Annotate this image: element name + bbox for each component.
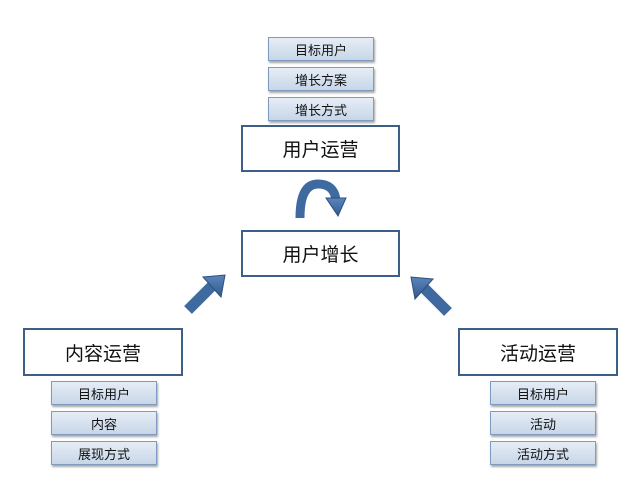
curved-arrow-icon xyxy=(295,179,347,219)
right-tag-activity: 活动 xyxy=(490,411,596,435)
top-tag-growth-plan: 增长方案 xyxy=(268,67,374,91)
user-operation-box: 用户运营 xyxy=(241,125,400,172)
user-growth-box: 用户增长 xyxy=(241,230,400,277)
right-tag-target-users: 目标用户 xyxy=(490,381,596,405)
top-tag-growth-method: 增长方式 xyxy=(268,97,374,121)
right-to-center-arrow-icon xyxy=(410,276,452,316)
left-to-center-arrow-icon xyxy=(184,274,226,314)
right-tag-activity-method: 活动方式 xyxy=(490,441,596,465)
content-operation-box: 内容运营 xyxy=(23,328,183,376)
left-tag-display-method: 展现方式 xyxy=(51,441,157,465)
top-tag-target-users: 目标用户 xyxy=(268,37,374,61)
activity-operation-box: 活动运营 xyxy=(458,328,618,376)
left-tag-target-users: 目标用户 xyxy=(51,381,157,405)
left-tag-content: 内容 xyxy=(51,411,157,435)
